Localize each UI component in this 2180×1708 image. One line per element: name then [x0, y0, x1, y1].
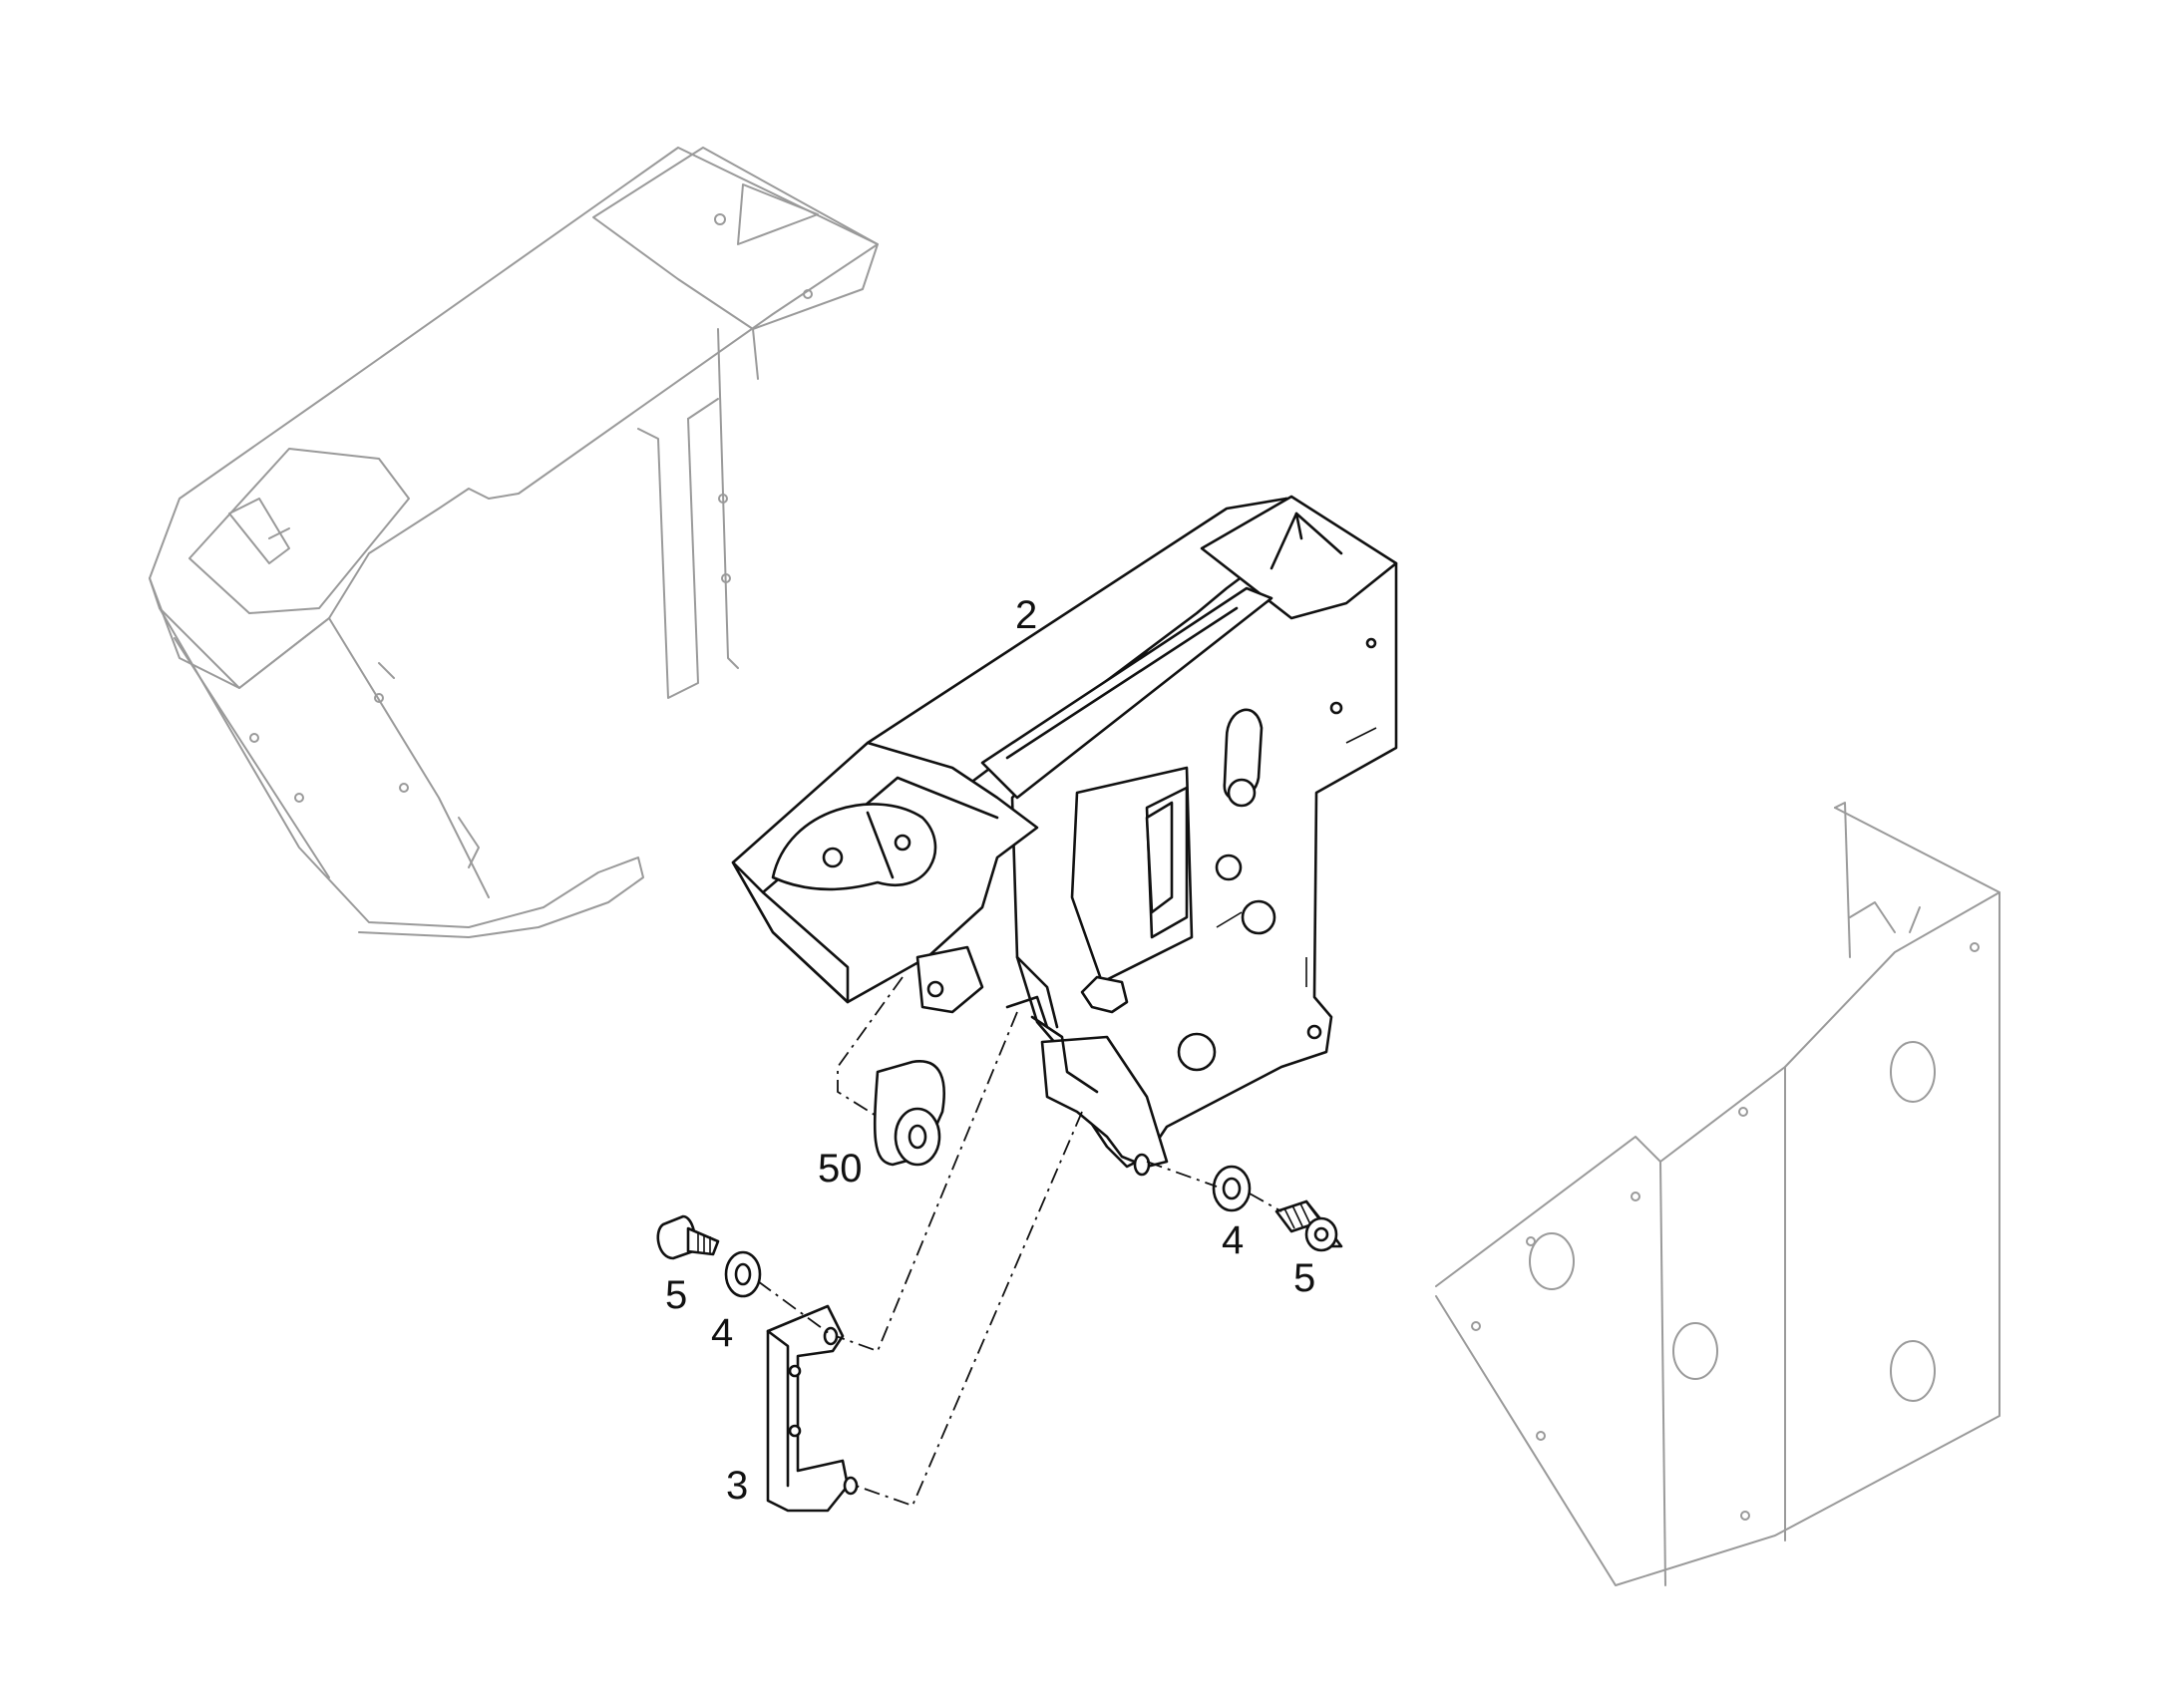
ghost-cover-top-left	[149, 147, 879, 938]
callout-part-4-right: 4	[1222, 1218, 1244, 1262]
callouts: 2 50 5 4 3 4 5	[665, 593, 1315, 1508]
callout-part-4-left: 4	[711, 1311, 733, 1355]
callout-part-5-left: 5	[665, 1273, 687, 1317]
callout-part-50: 50	[818, 1147, 863, 1191]
spacer-part-50	[873, 1060, 945, 1167]
ghost-cover-bottom-right	[1435, 802, 2000, 1586]
callout-part-2: 2	[1015, 593, 1037, 637]
callout-part-5-right: 5	[1293, 1256, 1315, 1300]
bolt-right-part-5	[1274, 1199, 1343, 1252]
callout-part-3: 3	[726, 1464, 748, 1508]
bolt-left-part-5	[656, 1214, 720, 1260]
washer-right-part-4	[1212, 1165, 1252, 1212]
washer-left-part-4	[724, 1250, 762, 1298]
main-frame-part-2	[731, 495, 1398, 1177]
leader-lines	[757, 976, 1282, 1508]
u-bracket-part-3	[766, 1304, 859, 1513]
